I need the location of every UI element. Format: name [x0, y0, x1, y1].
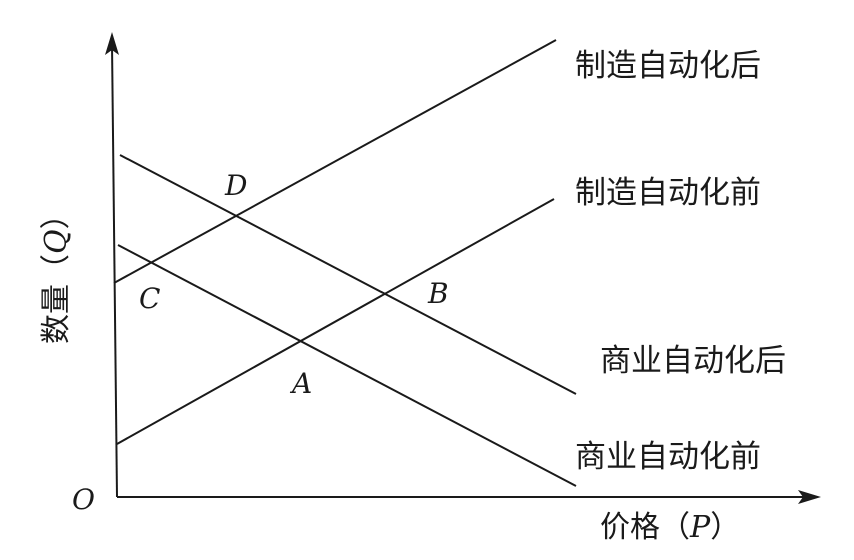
line-manufacturing-before — [116, 198, 555, 445]
line-commerce-before — [117, 244, 577, 487]
point-label-d: D — [224, 169, 247, 202]
curves — [113, 39, 577, 487]
y-axis-arrow-icon — [105, 32, 119, 55]
origin-label: O — [72, 483, 95, 516]
line-manufacturing-after — [113, 39, 557, 284]
point-label-b: B — [427, 277, 449, 310]
label-commerce-before: 商业自动化前 — [575, 439, 761, 475]
x-axis-arrow-icon — [798, 490, 821, 504]
point-label-c: C — [139, 282, 160, 315]
point-label-a: A — [289, 367, 312, 400]
y-axis-title: 数量（Q） — [39, 199, 74, 344]
x-axis-title-suffix: ） — [710, 510, 740, 545]
x-axis-title: 价格（P） — [600, 510, 740, 545]
line-commerce-after — [119, 154, 577, 395]
axes — [105, 32, 821, 504]
y-axis-title-prefix: 数量（ — [39, 254, 74, 344]
label-manufacturing-before: 制造自动化前 — [575, 175, 761, 211]
y-axis-variable: Q — [39, 229, 74, 254]
label-manufacturing-after: 制造自动化后 — [575, 48, 761, 84]
x-axis-title-prefix: 价格（ — [600, 510, 690, 545]
x-axis-variable: P — [689, 510, 711, 545]
label-commerce-after: 商业自动化后 — [600, 343, 786, 379]
y-axis-title-suffix: ） — [39, 199, 74, 229]
y-axis — [111, 43, 118, 498]
